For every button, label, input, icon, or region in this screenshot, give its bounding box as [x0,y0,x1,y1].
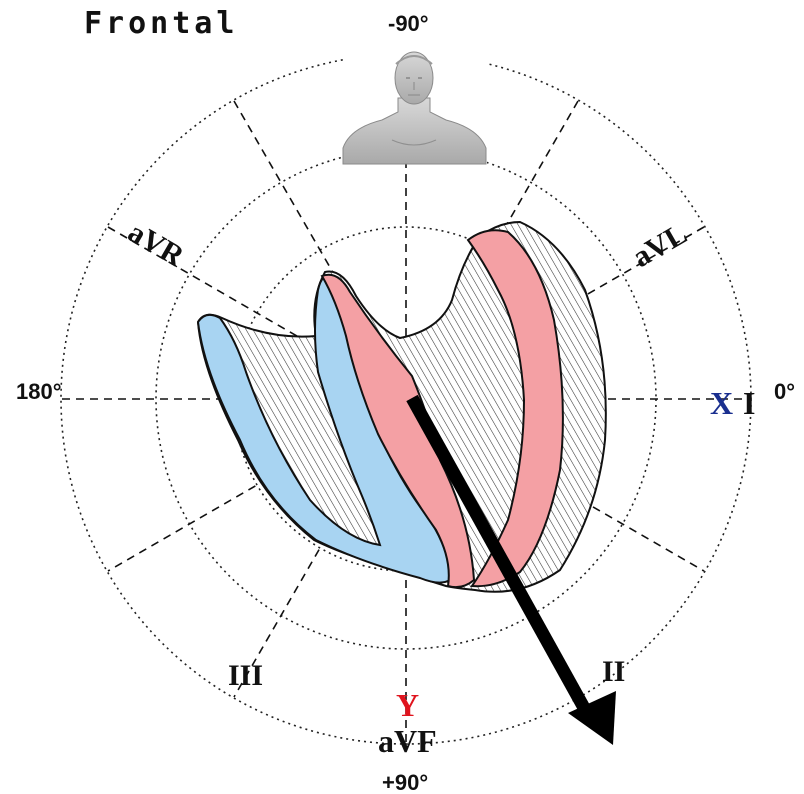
angle-label-bottom: +90° [382,770,428,794]
angle-label-right: 0° [774,379,795,404]
lead-label-avr: aVR [123,215,190,273]
lead-line-30-b [107,226,705,572]
angle-label-left: 180° [16,379,62,404]
outer-circle [60,53,752,745]
lead-line-30-a [107,226,705,572]
pink-outer-band [466,229,564,588]
human-bust-icon [342,51,487,165]
axis-label-y: Y [396,687,419,723]
lead-line-avl-direction [233,100,579,698]
pink-septum-band [320,273,476,589]
axis-label-x: X [710,385,733,421]
lead-label-i: I [743,385,755,421]
heart-illustration [196,220,607,593]
lead-label-avf: aVF [378,723,437,759]
angle-label-top: -90° [388,11,429,36]
lead-label-iii: III [228,659,263,692]
heart-axis-arrow [406,394,616,745]
diagram-title: Frontal [84,6,238,41]
lead-line-avr-direction [233,100,579,698]
lead-label-ii: II [602,655,625,688]
